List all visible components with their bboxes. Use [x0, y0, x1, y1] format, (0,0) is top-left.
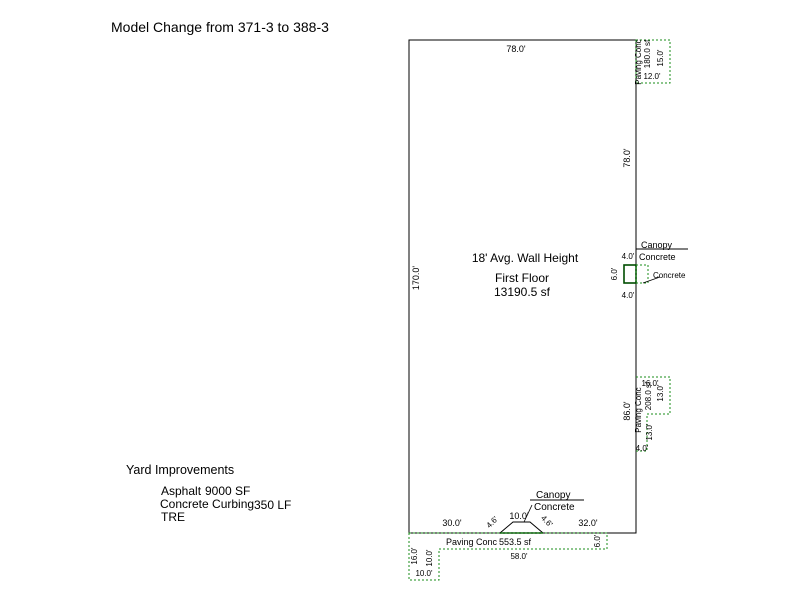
bottom-canopy-leader — [523, 504, 533, 523]
paving-bottom-area-label: 553.5 sf — [499, 537, 532, 547]
dim-notch-mid: 10.0' — [509, 511, 529, 521]
paving-top-right-label: Paving Conc — [634, 39, 643, 84]
paving-bottom-area — [408, 532, 608, 581]
bottom-canopy-label-top: Canopy — [536, 490, 570, 501]
paving-top-right-dim-bottom: 12.0' — [643, 72, 661, 81]
paving-top-right-area — [635, 39, 671, 84]
paving-bottom-label: Paving Conc — [446, 537, 498, 547]
bottom-canopy-label-bottom: Concrete — [534, 502, 575, 513]
wall-height-label: 18' Avg. Wall Height — [472, 251, 579, 265]
yard-item-tre: TRE — [161, 510, 185, 524]
right-canopy-concrete-area — [635, 264, 649, 284]
paving-bottom-dim-bottom: 10.0' — [415, 569, 433, 578]
page-title: Model Change from 371-3 to 388-3 — [111, 19, 329, 35]
dim-right-lower: 86.0' — [622, 401, 632, 421]
paving-mid-right-area-label: 208.0 sf — [644, 381, 653, 410]
paving-bottom-dim-left-inner: 10.0' — [425, 549, 434, 567]
yard-item-asphalt-value: 9000 SF — [205, 484, 251, 498]
paving-bottom-dim-left-outer: 16.0' — [410, 547, 419, 565]
yard-improvements-title: Yard Improvements — [126, 463, 235, 477]
right-canopy-label-top: Canopy — [641, 240, 673, 250]
right-canopy-dim-bottom: 4.0' — [622, 291, 635, 300]
yard-item-asphalt: Asphalt — [161, 484, 202, 498]
paving-top-right-area-label: 180.0 sf — [643, 39, 652, 68]
paving-mid-right-area — [636, 376, 671, 452]
paving-top-right-dim-side: 15.0' — [656, 49, 665, 67]
paving-bottom-dim-length: 58.0' — [510, 552, 528, 561]
right-canopy-shape — [623, 264, 637, 284]
right-canopy-dim-side: 6.0' — [610, 267, 619, 280]
dim-bottom-left: 30.0' — [442, 518, 462, 528]
paving-mid-right-dim-bottom: 4.0' — [636, 444, 649, 453]
right-canopy-inner-label: Concrete — [653, 271, 686, 280]
dim-notch-diag-right: 4.6' — [539, 514, 555, 530]
paving-mid-right-dim-top: 16.0' — [641, 379, 659, 388]
dim-right-upper: 78.0' — [622, 148, 632, 168]
paving-mid-right-dim-left-side: 13.0' — [645, 423, 654, 441]
dim-top: 78.0' — [506, 44, 526, 54]
building-outline — [408, 39, 637, 534]
paving-mid-right-dim-side: 13.0' — [656, 384, 665, 402]
dim-notch-diag-left: 4.6' — [485, 514, 501, 530]
right-canopy-dim-top: 4.0' — [622, 252, 635, 261]
dim-bottom-right: 32.0' — [578, 518, 598, 528]
paving-mid-right-label: Paving Conc — [634, 387, 643, 432]
right-canopy-leader — [642, 276, 661, 284]
dim-left: 170.0' — [411, 266, 421, 291]
floor-area-label: 13190.5 sf — [494, 285, 551, 299]
yard-item-curbing: Concrete Curbing — [160, 497, 255, 511]
paving-bottom-dim-right: 6.0' — [593, 534, 602, 547]
floor-name-label: First Floor — [495, 271, 549, 285]
yard-item-curbing-value: 350 LF — [254, 498, 292, 512]
right-canopy-label-bottom: Concrete — [639, 252, 676, 262]
